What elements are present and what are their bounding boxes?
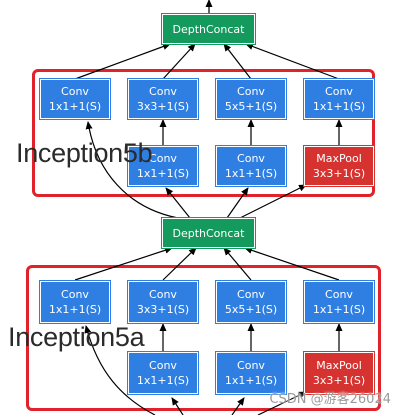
node-name: Conv	[325, 288, 353, 301]
node-name: Conv	[149, 152, 177, 165]
node-params: 1x1+1(S)	[136, 167, 190, 180]
node-name: MaxPool	[316, 152, 362, 165]
node-params: 3x3+1(S)	[312, 167, 366, 180]
node-name: Conv	[149, 359, 177, 372]
node-params: 3x3+1(S)	[136, 100, 190, 113]
inception5a-reduce-5x5-node: Conv 1x1+1(S)	[216, 352, 286, 394]
node-params: 1x1+1(S)	[48, 303, 102, 316]
inception5b-reduce-5x5-node: Conv 1x1+1(S)	[216, 146, 286, 186]
node-name: Conv	[237, 359, 265, 372]
inception5a-conv-1x1-node: Conv 1x1+1(S)	[40, 281, 110, 323]
node-name: Conv	[237, 152, 265, 165]
node-params: 1x1+1(S)	[312, 100, 366, 113]
inception5a-conv-3x3-node: Conv 3x3+1(S)	[128, 281, 198, 323]
node-params: 1x1+1(S)	[48, 100, 102, 113]
node-label: DepthConcat	[172, 22, 245, 36]
node-name: Conv	[325, 85, 353, 98]
node-name: Conv	[61, 288, 89, 301]
inception5b-maxpool-node: MaxPool 3x3+1(S)	[304, 146, 374, 186]
node-label: DepthConcat	[172, 226, 245, 240]
node-name: Conv	[149, 288, 177, 301]
inception5a-maxpool-node: MaxPool 3x3+1(S)	[304, 352, 374, 394]
inception5a-frame	[26, 265, 381, 411]
inception5b-conv-pool-proj-node: Conv 1x1+1(S)	[304, 79, 374, 119]
node-params: 5x5+1(S)	[224, 100, 278, 113]
inception5b-conv-1x1-node: Conv 1x1+1(S)	[40, 79, 110, 119]
node-params: 3x3+1(S)	[136, 303, 190, 316]
watermark-text: CSDN @游客26024	[269, 392, 391, 407]
inception5a-label: Inception5a	[8, 322, 145, 352]
middle-depthconcat-node: DepthConcat	[162, 218, 255, 248]
inception5b-conv-5x5-node: Conv 5x5+1(S)	[216, 79, 286, 119]
inception5b-conv-3x3-node: Conv 3x3+1(S)	[128, 79, 198, 119]
inception5b-label: Inception5b	[16, 138, 153, 168]
node-name: MaxPool	[316, 359, 362, 372]
inception5a-reduce-3x3-node: Conv 1x1+1(S)	[128, 352, 198, 394]
inception5a-conv-pool-proj-node: Conv 1x1+1(S)	[304, 281, 374, 323]
top-depthconcat-node: DepthConcat	[162, 14, 255, 44]
node-params: 1x1+1(S)	[136, 374, 190, 387]
node-params: 5x5+1(S)	[224, 303, 278, 316]
node-params: 1x1+1(S)	[224, 167, 278, 180]
inception5b-frame	[32, 69, 375, 197]
node-name: Conv	[61, 85, 89, 98]
inception5b-reduce-3x3-node: Conv 1x1+1(S)	[128, 146, 198, 186]
node-name: Conv	[149, 85, 177, 98]
node-name: Conv	[237, 85, 265, 98]
inception5a-conv-5x5-node: Conv 5x5+1(S)	[216, 281, 286, 323]
node-params: 1x1+1(S)	[224, 374, 278, 387]
node-name: Conv	[237, 288, 265, 301]
node-params: 1x1+1(S)	[312, 303, 366, 316]
node-params: 3x3+1(S)	[312, 374, 366, 387]
